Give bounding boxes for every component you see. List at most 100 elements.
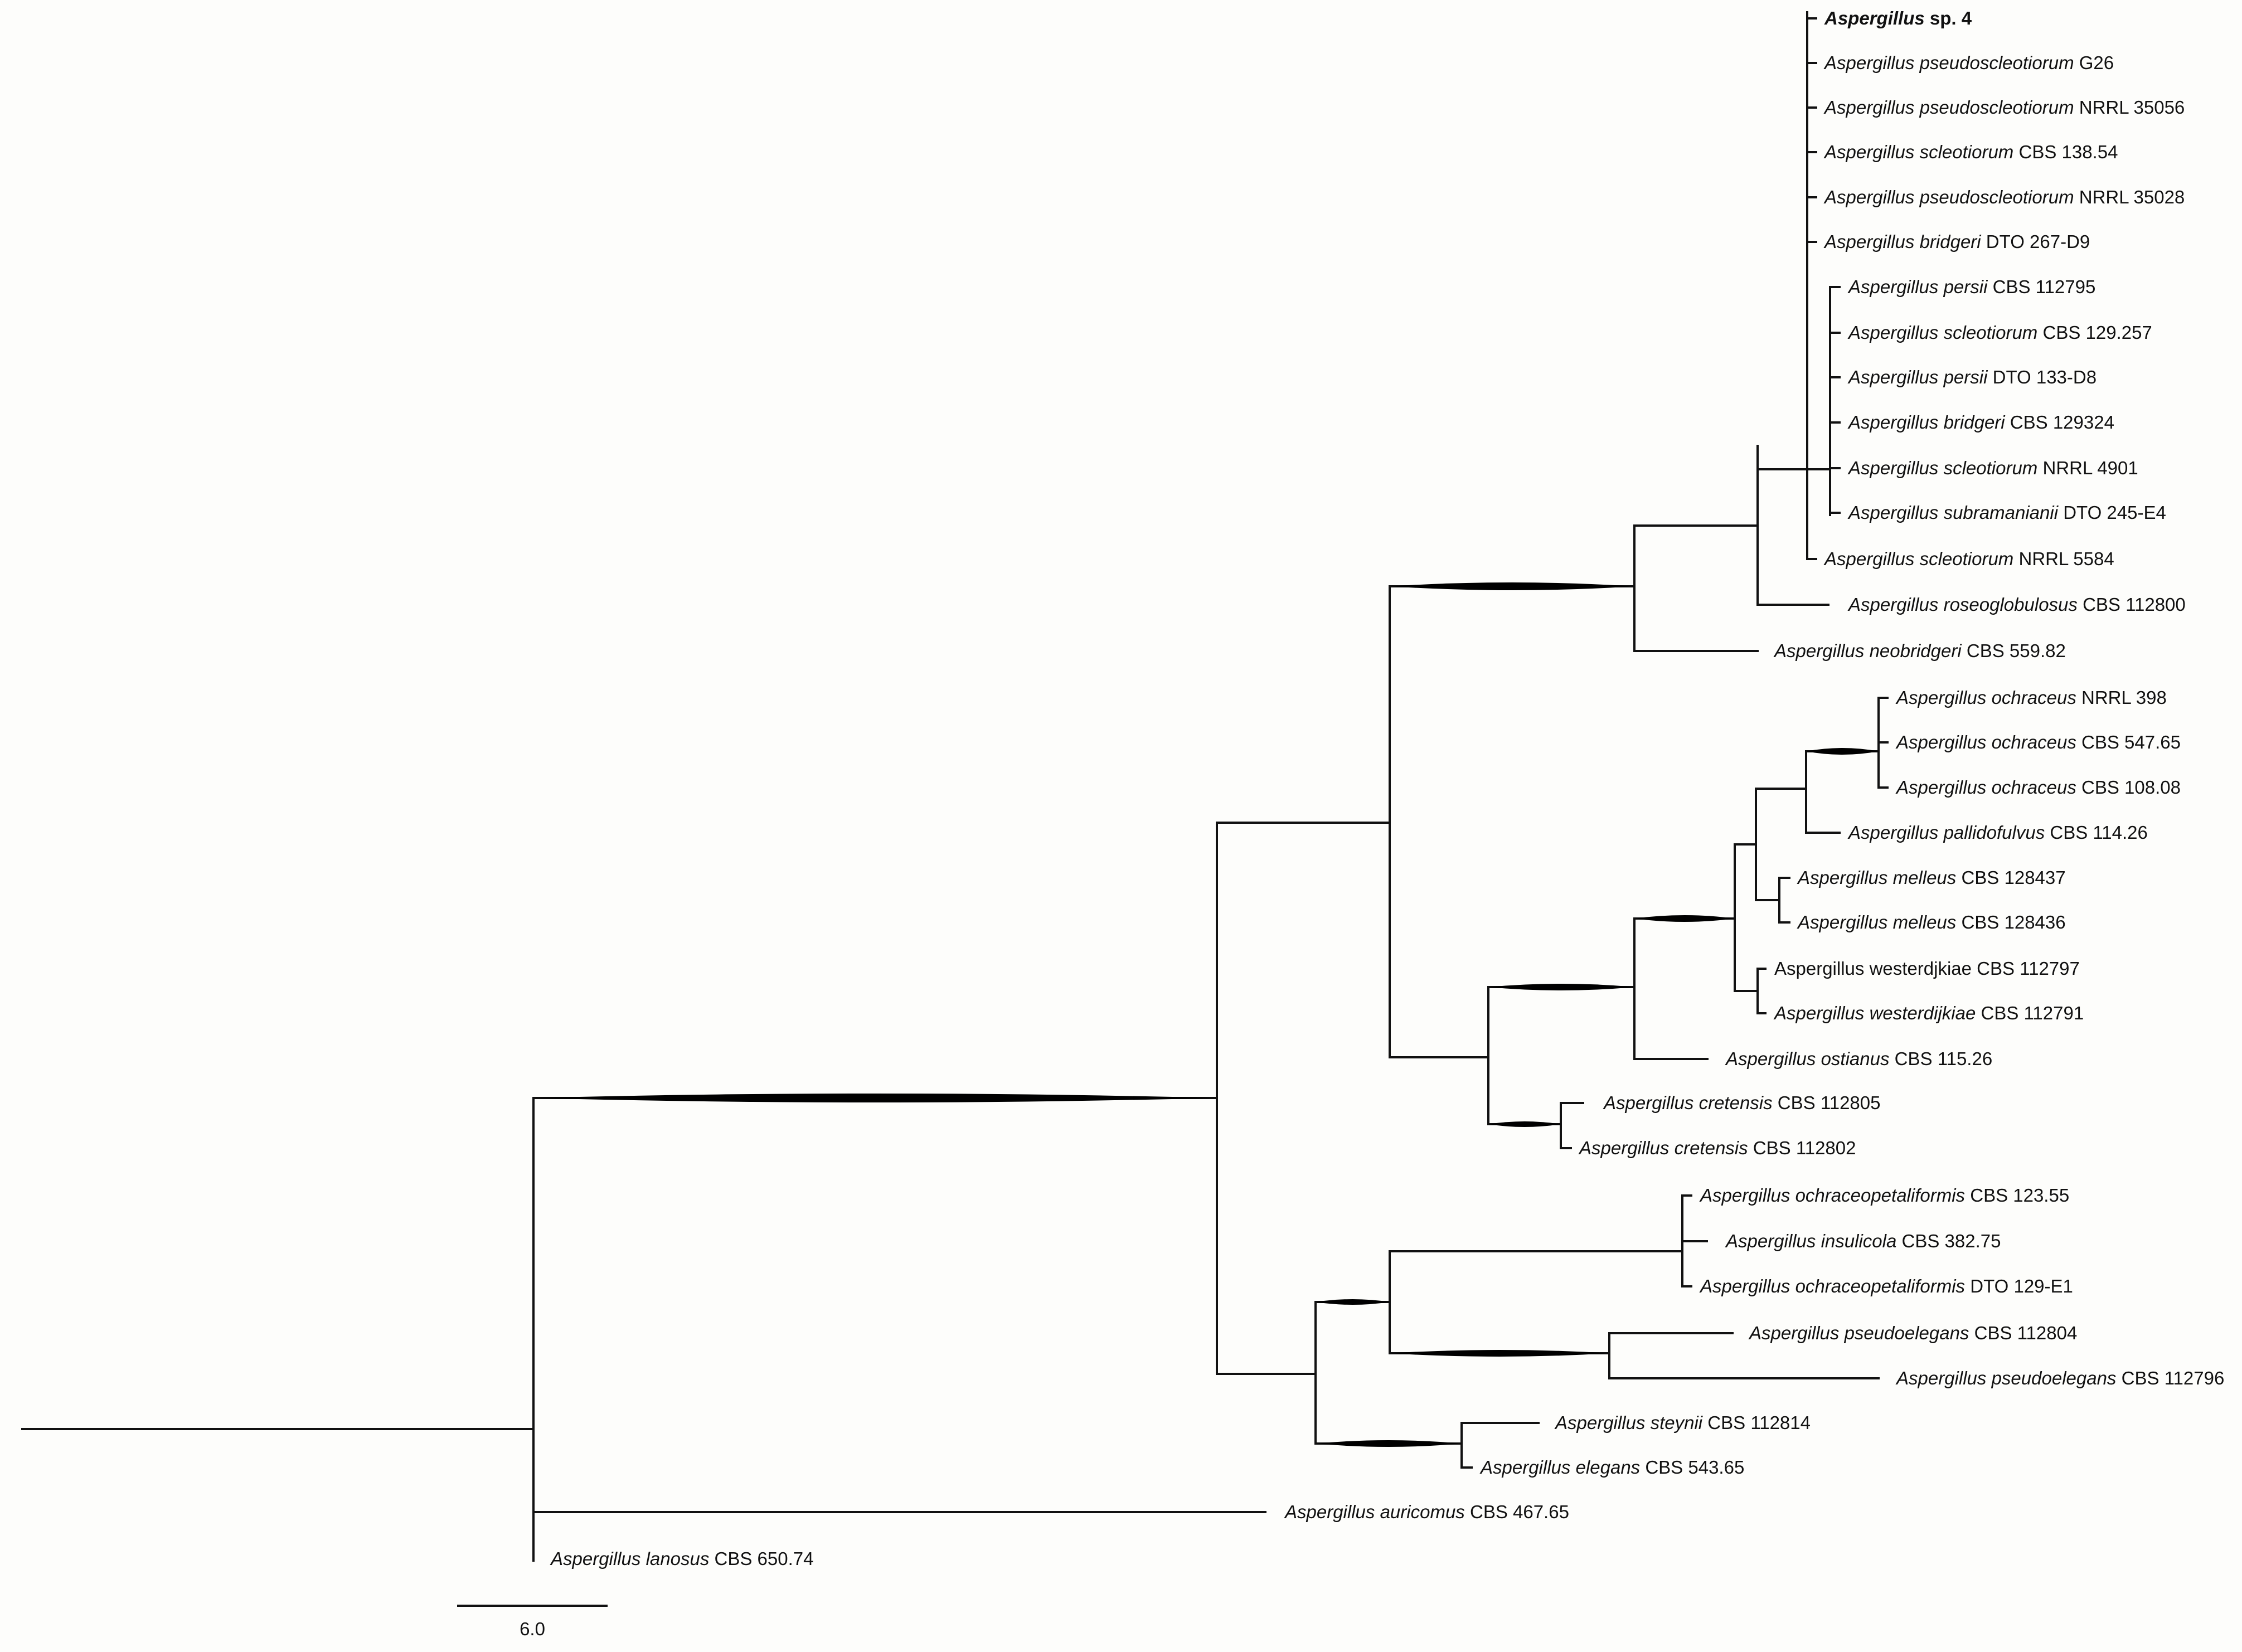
support-marker <box>1316 1440 1462 1447</box>
leaf-strain: CBS 129.257 <box>2037 322 2152 343</box>
support-marker <box>1488 1121 1561 1127</box>
leaf-strain: DTO 129-E1 <box>1965 1276 2073 1296</box>
leaf-label-scl-4901: Aspergillus scleotiorum NRRL 4901 <box>1847 458 2138 478</box>
support-marker <box>533 1094 1217 1102</box>
leaf-label-sub-245: Aspergillus subramanianii DTO 245-E4 <box>1847 502 2166 523</box>
scale-bar: 6.0 <box>457 1605 608 1639</box>
leaf-label-pal-11426: Aspergillus pallidofulvus CBS 114.26 <box>1847 822 2148 843</box>
leaf-species: Aspergillus scleotiorum <box>1823 142 2013 162</box>
leaf-species: Aspergillus persii <box>1847 367 1988 387</box>
leaf-strain: CBS 112800 <box>2078 594 2186 615</box>
leaf-label-mel-128436: Aspergillus melleus CBS 128436 <box>1797 912 2066 932</box>
support-marker <box>1488 984 1634 990</box>
leaf-species: Aspergillus pseudoelegans <box>1895 1368 2116 1388</box>
leaf-label-och-10808: Aspergillus ochraceus CBS 108.08 <box>1895 777 2181 798</box>
leaf-species: Aspergillus melleus <box>1797 912 1956 932</box>
leaf-label-wes-112791: Aspergillus westerdijkiae CBS 112791 <box>1773 1003 2084 1023</box>
leaf-label-bri-267: Aspergillus bridgeri DTO 267-D9 <box>1823 231 2090 252</box>
leaf-strain: NRRL 35056 <box>2074 97 2185 118</box>
leaf-species: Aspergillus pseudoscleotiorum <box>1823 187 2074 207</box>
leaf-strain: CBS 112804 <box>1969 1323 2077 1343</box>
leaf-label-pse-112796: Aspergillus pseudoelegans CBS 112796 <box>1895 1368 2224 1388</box>
leaf-strain: DTO 245-E4 <box>2058 502 2166 523</box>
leaf-label-och-398: Aspergillus ochraceus NRRL 398 <box>1895 687 2167 708</box>
leaf-species: Aspergillus neobridgeri <box>1773 640 1962 661</box>
support-markers <box>533 582 1879 1447</box>
leaf-label-bri-129324: Aspergillus bridgeri CBS 129324 <box>1847 412 2114 433</box>
leaf-strain: CBS 112796 <box>2116 1368 2224 1388</box>
leaf-strain: CBS 129324 <box>2005 412 2114 433</box>
leaf-strain: CBS 112814 <box>1702 1412 1811 1433</box>
leaf-strain: CBS 112802 <box>1748 1138 1856 1158</box>
leaf-species: Aspergillus ochraceus <box>1895 687 2076 708</box>
leaf-strain: CBS 112805 <box>1773 1092 1881 1113</box>
leaf-species: Aspergillus scleotiorum <box>1823 548 2013 569</box>
leaf-species: Aspergillus bridgeri <box>1847 412 2006 433</box>
leaf-label-ele-54365: Aspergillus elegans CBS 543.65 <box>1479 1457 1744 1478</box>
leaf-strain: CBS 112795 <box>1987 276 2095 297</box>
leaf-species: Aspergillus ostianus <box>1725 1048 1890 1069</box>
leaf-label-ocp-12355: Aspergillus ochraceopetaliformis CBS 123… <box>1699 1185 2069 1206</box>
leaf-strain: CBS 382.75 <box>1896 1231 2001 1251</box>
leaf-species: Aspergillus ochraceus <box>1895 732 2076 752</box>
leaf-label-ste-112814: Aspergillus steynii CBS 112814 <box>1554 1412 1811 1433</box>
leaf-species: Aspergillus cretensis <box>1603 1092 1773 1113</box>
leaf-species: Aspergillus roseoglobulosus <box>1847 594 2078 615</box>
leaf-strain: Aspergillus westerdjkiae CBS 112797 <box>1774 958 2080 979</box>
leaf-label-neo-55982: Aspergillus neobridgeri CBS 559.82 <box>1773 640 2066 661</box>
support-marker <box>1316 1299 1390 1305</box>
leaf-label-cre-112805: Aspergillus cretensis CBS 112805 <box>1603 1092 1880 1113</box>
leaf-species: Aspergillus steynii <box>1554 1412 1704 1433</box>
leaf-species: Aspergillus ochraceopetaliformis <box>1699 1276 1965 1296</box>
leaf-labels: Aspergillus auricomus CBS 467.65Aspergil… <box>550 8 2224 1569</box>
leaf-label-pscl-35028: Aspergillus pseudoscleotiorum NRRL 35028 <box>1823 187 2185 207</box>
leaf-label-sp4: Aspergillus sp. 4 <box>1824 8 1972 28</box>
leaf-strain: CBS 467.65 <box>1465 1502 1569 1522</box>
leaf-strain: CBS 650.74 <box>709 1548 813 1569</box>
leaf-strain: G26 <box>2074 52 2114 73</box>
leaf-species: Aspergillus pallidofulvus <box>1847 822 2045 843</box>
leaf-label-ocp-129: Aspergillus ochraceopetaliformis DTO 129… <box>1699 1276 2073 1296</box>
leaf-strain: DTO 267-D9 <box>1981 231 2090 252</box>
leaf-strain: CBS 138.54 <box>2013 142 2118 162</box>
leaf-species: Aspergillus ochraceopetaliformis <box>1699 1185 1965 1206</box>
support-marker <box>1806 748 1879 755</box>
leaf-label-mel-128437: Aspergillus melleus CBS 128437 <box>1797 867 2066 888</box>
leaf-strain: CBS 114.26 <box>2045 822 2148 843</box>
tree-branches <box>21 11 1889 1562</box>
leaf-strain: CBS 128436 <box>1956 912 2065 932</box>
leaf-strain: CBS 128437 <box>1956 867 2065 888</box>
leaf-label-cre-112802: Aspergillus cretensis CBS 112802 <box>1578 1138 1856 1158</box>
leaf-label-lan-65074: Aspergillus lanosus CBS 650.74 <box>550 1548 813 1569</box>
leaf-species: Aspergillus pseudoscleotiorum <box>1823 97 2074 118</box>
leaf-species: Aspergillus cretensis <box>1578 1138 1748 1158</box>
leaf-strain: CBS 559.82 <box>1962 640 2066 661</box>
leaf-label-per-133: Aspergillus persii DTO 133-D8 <box>1847 367 2097 387</box>
leaf-strain: CBS 123.55 <box>1965 1185 2069 1206</box>
leaf-label-ins-38275: Aspergillus insulicola CBS 382.75 <box>1725 1231 2001 1251</box>
leaf-label-wes-112797: Aspergillus westerdjkiae CBS 112797 <box>1774 958 2080 979</box>
leaf-species: Aspergillus ochraceus <box>1895 777 2076 798</box>
leaf-label-aur-46765: Aspergillus auricomus CBS 467.65 <box>1284 1502 1569 1522</box>
leaf-strain: DTO 133-D8 <box>1987 367 2097 387</box>
leaf-label-ost-11526: Aspergillus ostianus CBS 115.26 <box>1725 1048 1992 1069</box>
leaf-label-pse-112804: Aspergillus pseudoelegans CBS 112804 <box>1748 1323 2077 1343</box>
scale-bar-label: 6.0 <box>520 1619 545 1639</box>
leaf-species: Aspergillus westerdijkiae <box>1773 1003 1976 1023</box>
support-marker <box>1634 915 1735 922</box>
leaf-strain: CBS 112791 <box>1976 1003 2084 1023</box>
support-marker <box>1390 1350 1609 1357</box>
leaf-species: Aspergillus subramanianii <box>1847 502 2059 523</box>
leaf-label-scl-5584: Aspergillus scleotiorum NRRL 5584 <box>1823 548 2114 569</box>
leaf-label-och-54765: Aspergillus ochraceus CBS 547.65 <box>1895 732 2181 752</box>
leaf-species: Aspergillus pseudoscleotiorum <box>1823 52 2074 73</box>
leaf-strain: CBS 115.26 <box>1890 1048 1993 1069</box>
leaf-species: Aspergillus persii <box>1847 276 1988 297</box>
leaf-species: Aspergillus bridgeri <box>1823 231 1982 252</box>
leaf-species: Aspergillus lanosus <box>550 1548 709 1569</box>
leaf-label-scl-13854: Aspergillus scleotiorum CBS 138.54 <box>1823 142 2118 162</box>
leaf-species: Aspergillus melleus <box>1797 867 1956 888</box>
leaf-species: Aspergillus insulicola <box>1725 1231 1896 1251</box>
